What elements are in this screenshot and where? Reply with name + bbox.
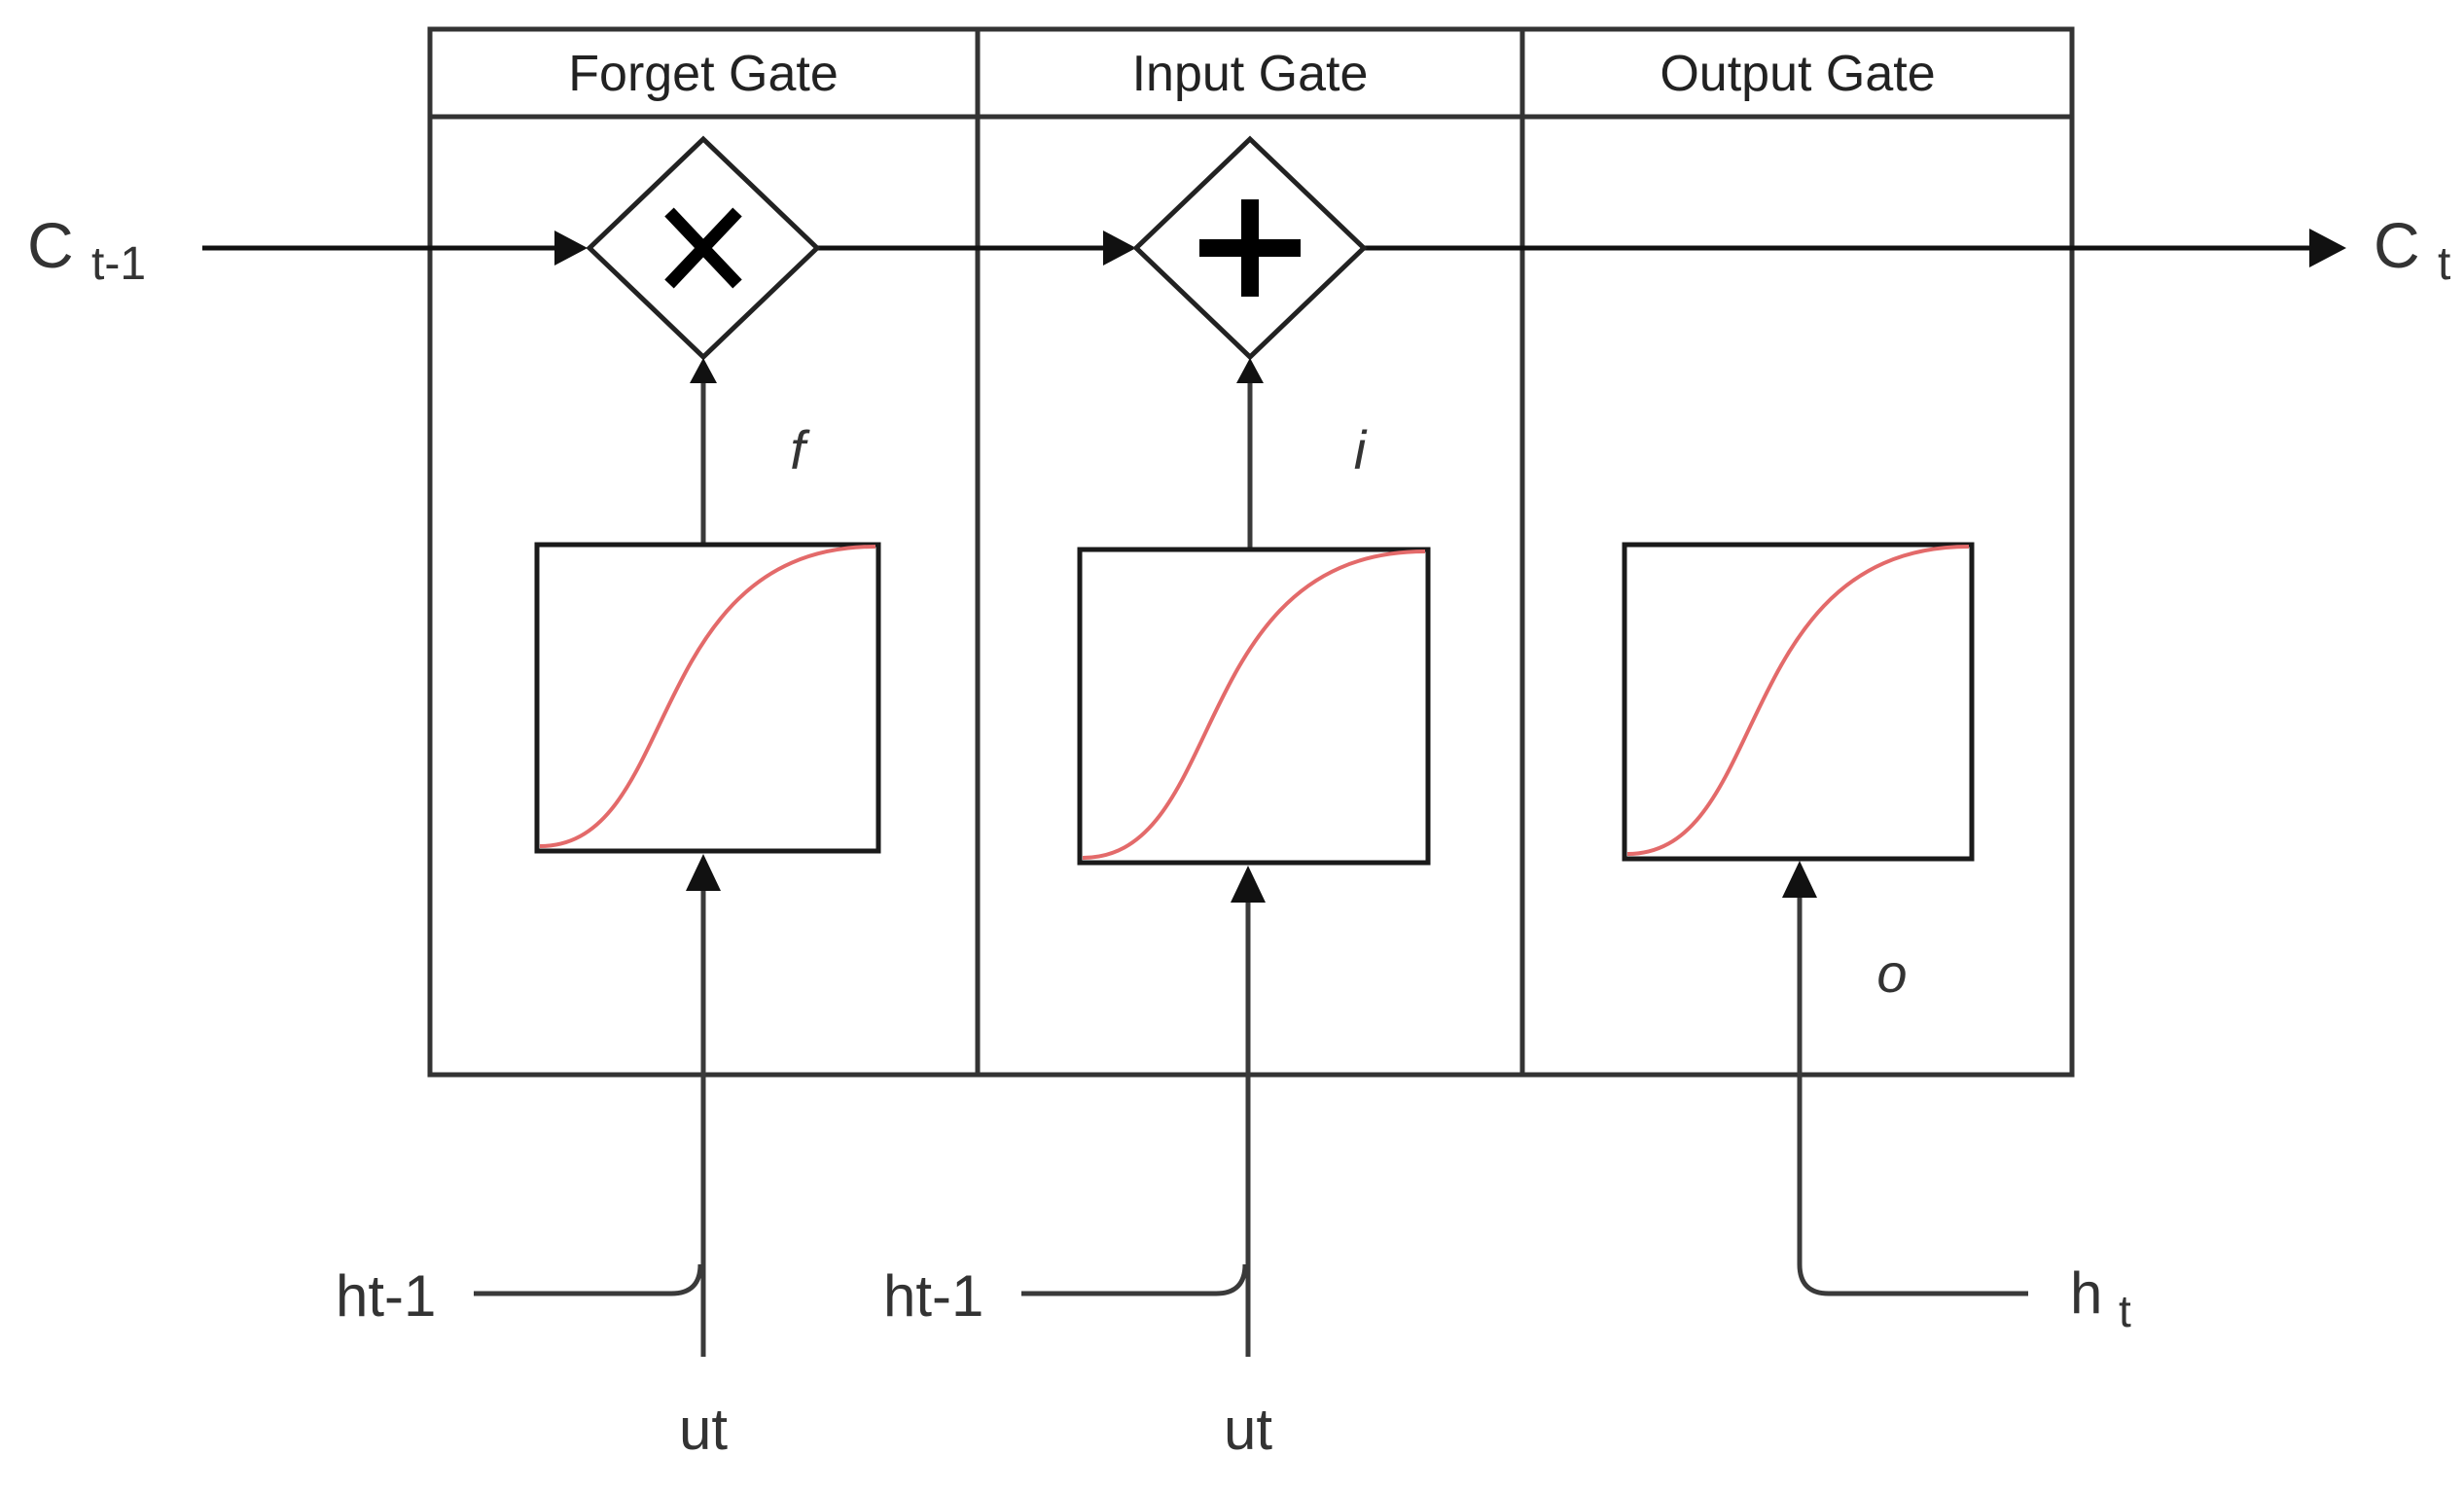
- gates-frame: [427, 26, 2075, 1078]
- forget-input-arrowhead: [686, 854, 721, 891]
- output-gate-output-label: o: [1876, 942, 1907, 1004]
- cell-state-current-sub: t: [2438, 238, 2450, 290]
- cell-state-current-base: C: [2374, 209, 2420, 281]
- sigmoid-curve: [1082, 550, 1426, 860]
- forget-ht-label: ht-1: [336, 1263, 436, 1329]
- forget-ut-label: ut: [679, 1397, 728, 1462]
- input-gate-header: Input Gate: [1132, 46, 1369, 102]
- cell-state-prev-sub: t-1: [91, 238, 146, 290]
- plus-icon: [1199, 199, 1301, 297]
- cell-state-output-arrowhead: [2309, 229, 2346, 267]
- cell-state-arrowhead-1: [554, 231, 588, 266]
- output-ht-label: h t: [2070, 1260, 2131, 1336]
- input-ut-label: ut: [1224, 1397, 1272, 1462]
- input-ht-label: ht-1: [883, 1263, 983, 1329]
- forget-activation-arrowhead: [690, 358, 717, 383]
- input-sigmoid-box: [1077, 547, 1431, 866]
- output-ht-base: h: [2070, 1260, 2102, 1326]
- sigmoid-curve: [1626, 545, 1970, 856]
- cell-state-prev-label: C t-1: [27, 209, 146, 290]
- output-ht-line: [1797, 893, 2028, 1296]
- input-gate-output-label: i: [1354, 419, 1368, 480]
- output-ht-sub: t: [2119, 1286, 2131, 1336]
- input-activation-arrowhead: [1236, 358, 1264, 383]
- input-input-arrowhead: [1231, 866, 1266, 903]
- sigmoid-curve: [539, 545, 876, 848]
- forget-gate-header: Forget Gate: [568, 46, 838, 102]
- output-sigmoid-box: [1622, 542, 1975, 862]
- input-ht-line: [1021, 1263, 1248, 1296]
- forget-sigmoid-box: [534, 542, 881, 854]
- forget-ht-line: [474, 1263, 703, 1296]
- cell-state-arrowhead-2: [1103, 231, 1136, 266]
- output-gate-header: Output Gate: [1660, 46, 1935, 102]
- output-input-arrowhead: [1782, 861, 1817, 898]
- cell-state-current-label: C t: [2374, 209, 2450, 290]
- cell-state-prev-base: C: [27, 209, 74, 281]
- forget-gate-output-label: f: [790, 419, 810, 480]
- multiply-icon: [664, 207, 742, 289]
